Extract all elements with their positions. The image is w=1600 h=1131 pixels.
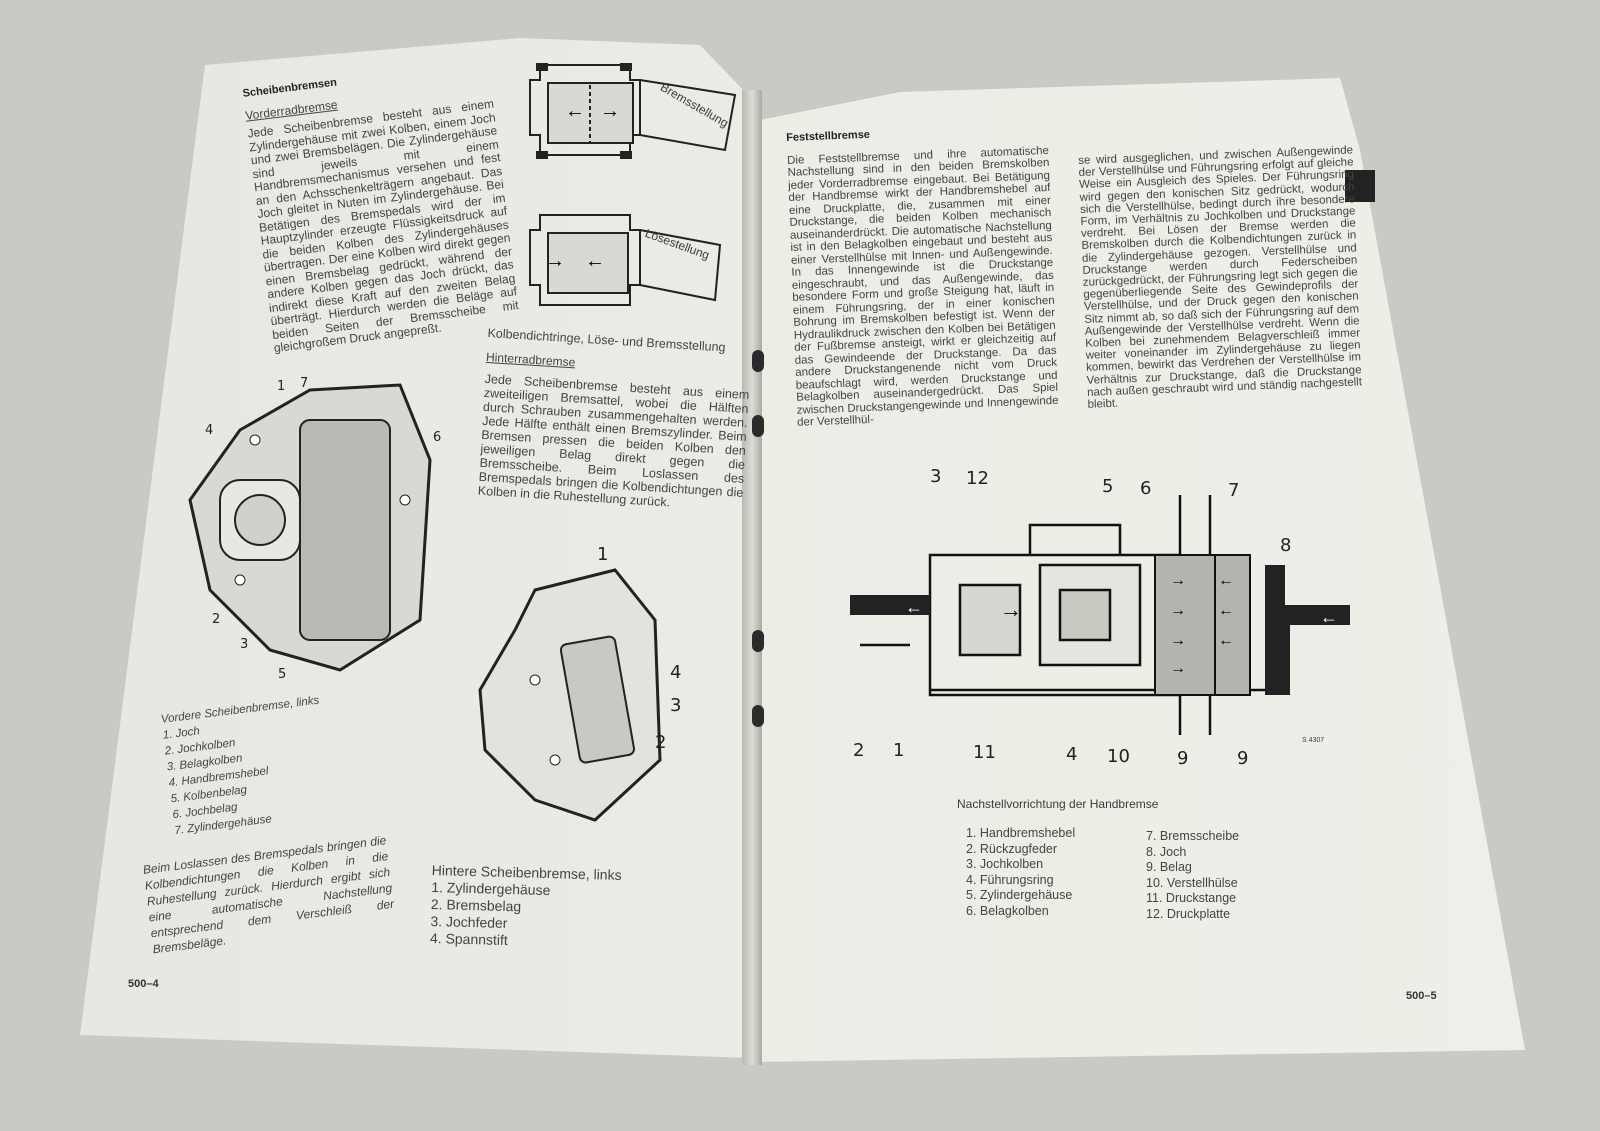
page-number-left: 500–4 — [128, 978, 159, 990]
adjuster-caption: Nachstellvorrichtung der Handbremse — [957, 797, 1159, 811]
front-brake-illustration — [188, 383, 432, 672]
adjuster-callout-12: 12 — [966, 468, 989, 489]
svg-text:←: ← — [585, 250, 605, 272]
binding-hole — [752, 705, 764, 727]
callout-3: 3 — [240, 637, 249, 652]
svg-text:←: ← — [1320, 607, 1338, 627]
parking-brake-text-col2: se wird ausgeglichen, und zwischen Außen… — [1078, 144, 1363, 411]
figure-reference: S 4307 — [1302, 737, 1325, 744]
rear-figure-caption-block: Hintere Scheibenbremse, links 1. Zylinde… — [430, 862, 672, 953]
svg-text:→: → — [1170, 660, 1186, 677]
adjuster-callout-3: 3 — [930, 466, 942, 487]
front-brake-section: Scheibenbremsen Vorderradbremse Jede Sch… — [242, 58, 521, 356]
callout-2: 2 — [212, 612, 221, 627]
svg-text:←: ← — [1218, 632, 1234, 649]
rear-callout-3: 3 — [670, 695, 682, 716]
legend-item: 11. Druckstange — [1146, 891, 1237, 905]
adjuster-callout-9b: 9 — [1237, 748, 1249, 769]
section-tab-marker — [1345, 170, 1375, 202]
svg-text:←: ← — [1218, 572, 1234, 589]
legend-item: 7. Bremsscheibe — [1146, 829, 1240, 843]
svg-text:→: → — [1000, 597, 1022, 622]
adjuster-callout-5: 5 — [1102, 476, 1114, 497]
rear-brake-illustration — [478, 568, 662, 822]
callout-4: 4 — [205, 423, 214, 438]
legend-item: 4. Führungsring — [966, 872, 1054, 887]
adjuster-callout-4: 4 — [1066, 744, 1078, 765]
binding-hole — [752, 350, 764, 372]
legend-item: 2. Rückzugfeder — [966, 841, 1058, 856]
adjuster-callout-6: 6 — [1140, 478, 1152, 499]
front-brake-text: Jede Scheibenbremse besteht aus einem Zy… — [246, 96, 520, 355]
legend-item: 5. Zylindergehäuse — [966, 888, 1073, 902]
adjuster-illustration: ← ← → → → → → ← ← ← — [850, 495, 1350, 735]
callout-5: 5 — [278, 667, 287, 682]
piston-seal-illustration: ← → → ← — [529, 63, 737, 306]
rear-callout-2: 2 — [655, 732, 667, 753]
rear-brake-section: Kolbendichtringe, Löse- und Bremsstellun… — [477, 326, 752, 514]
book-spine — [742, 90, 762, 1065]
legend-item: 3. Jochkolben — [966, 857, 1044, 871]
binding-hole — [752, 415, 764, 437]
adjuster-callout-2: 2 — [853, 740, 865, 761]
legend-item: 1. Handbremshebel — [966, 826, 1076, 840]
svg-text:→: → — [600, 100, 620, 122]
legend-item: 12. Druckplatte — [1146, 906, 1231, 921]
svg-text:→: → — [545, 250, 565, 272]
binding-hole — [752, 630, 764, 652]
rear-callout-1: 1 — [597, 544, 609, 565]
parking-brake-text-col1: Die Feststellbremse und ihre automatisch… — [786, 144, 1059, 429]
svg-text:←: ← — [1218, 602, 1234, 619]
legend-item: 6. Belagkolben — [966, 903, 1049, 918]
svg-text:←: ← — [905, 597, 923, 617]
page-number-right: 500–5 — [1406, 990, 1437, 1002]
svg-text:←: ← — [565, 100, 585, 122]
callout-6: 6 — [433, 430, 442, 445]
legend-item: 9. Belag — [1146, 860, 1192, 874]
adjuster-callout-9a: 9 — [1177, 748, 1189, 769]
adjuster-callout-7: 7 — [1228, 480, 1240, 501]
parking-brake-col1: Feststellbremse Die Feststellbremse und … — [786, 122, 1059, 429]
adjuster-callout-10: 10 — [1107, 746, 1130, 767]
rear-brake-text: Jede Scheibenbremse besteht aus einem zw… — [477, 371, 750, 510]
adjuster-callout-11: 11 — [973, 742, 996, 763]
adjuster-callout-1: 1 — [893, 740, 905, 761]
callout-7: 7 — [300, 376, 309, 391]
svg-text:→: → — [1170, 632, 1186, 649]
adjuster-callout-8: 8 — [1280, 535, 1292, 556]
legend-item: 8. Joch — [1146, 844, 1187, 859]
svg-text:→: → — [1170, 602, 1186, 619]
svg-text:→: → — [1170, 572, 1186, 589]
legend-item: 10. Verstellhülse — [1146, 875, 1238, 890]
callout-1: 1 — [277, 379, 286, 394]
rear-callout-4: 4 — [670, 662, 682, 683]
